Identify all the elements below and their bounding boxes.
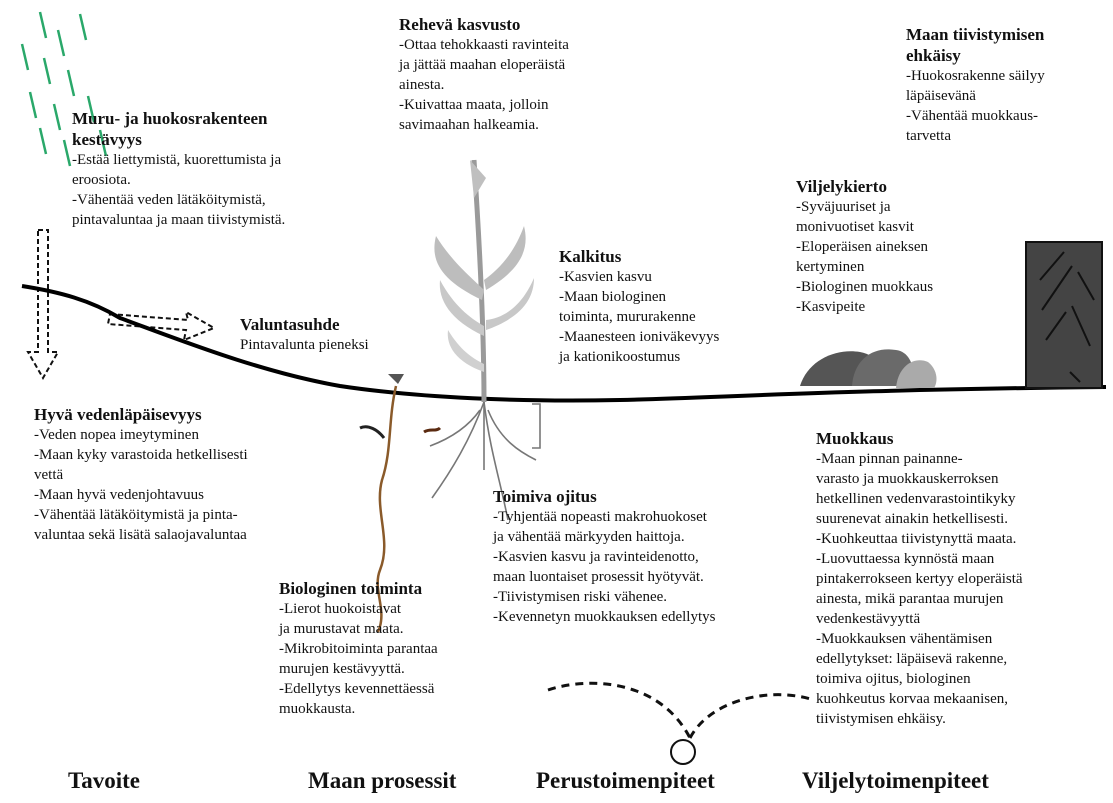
block-line: maan luontaiset prosessit hyötyvät. xyxy=(493,567,715,587)
block-line: -Maan kyky varastoida hetkellisesti xyxy=(34,445,248,465)
ditch-icon xyxy=(532,404,540,448)
block-line: vedenkestävyyttä xyxy=(816,609,1023,629)
block-line: toimiva ojitus, biologinen xyxy=(816,669,1023,689)
block-line: -Vähentää muokkaus- xyxy=(906,106,1045,126)
block-line: -Kasvien kasvu ja ravinteidenotto, xyxy=(493,547,715,567)
block-line: kertyminen xyxy=(796,257,933,277)
block-line: ainesta, mikä parantaa murujen xyxy=(816,589,1023,609)
block-line: kuohkeutus korvaa mekaanisen, xyxy=(816,689,1023,709)
worm-icon xyxy=(360,427,384,438)
block-title: Hyvä vedenläpäisevyys xyxy=(34,404,248,425)
block-line: -Eloperäisen aineksen xyxy=(796,237,933,257)
block-title: Viljelykierto xyxy=(796,176,933,197)
block-line: ainesta. xyxy=(399,75,569,95)
drain-pipe-icon xyxy=(671,740,695,764)
block-line: tarvetta xyxy=(906,126,1045,146)
block-title: ehkäisy xyxy=(906,45,1045,66)
block-line: -Vähentää lätäköitymistä ja pinta- xyxy=(34,505,248,525)
block-line: -Ottaa tehokkaasti ravinteita xyxy=(399,35,569,55)
plant-icon xyxy=(434,160,534,402)
block-line: Pintavalunta pieneksi xyxy=(240,335,369,355)
block-line: -Maanesteen ioniväkevyys xyxy=(559,327,719,347)
block-line: murujen kestävyyttä. xyxy=(279,659,438,679)
block-line: vettä xyxy=(34,465,248,485)
block-line: varasto ja muokkauskerroksen xyxy=(816,469,1023,489)
block-line: ja kationikoostumus xyxy=(559,347,719,367)
block-line: läpäisevänä xyxy=(906,86,1045,106)
block-line: -Maan hyvä vedenjohtavuus xyxy=(34,485,248,505)
infiltration-arrow-icon xyxy=(28,230,58,378)
block-line: -Muokkauksen vähentämisen xyxy=(816,629,1023,649)
block-line: -Kuohkeuttaa tiivistynyttä maata. xyxy=(816,529,1023,549)
block-line: savimaahan halkeamia. xyxy=(399,115,569,135)
block-title: kestävyys xyxy=(72,129,285,150)
block-line: hetkellinen vedenvarastointikyky xyxy=(816,489,1023,509)
block-title: Valuntasuhde xyxy=(240,314,369,335)
tillage-machine-icon xyxy=(1026,242,1102,388)
block-line: edellytykset: läpäisevä rakenne, xyxy=(816,649,1023,669)
block-line: -Kasvipeite xyxy=(796,297,933,317)
block-line: toiminta, mururakenne xyxy=(559,307,719,327)
block-title: Kalkitus xyxy=(559,246,719,267)
block-title: Biologinen toiminta xyxy=(279,578,438,599)
block-line: ja murustavat maata. xyxy=(279,619,438,639)
block-line: -Lierot huokoistavat xyxy=(279,599,438,619)
block-title: Rehevä kasvusto xyxy=(399,14,569,35)
block-line: pintavaluntaa ja maan tiivistymistä. xyxy=(72,210,285,230)
block-line: pintakerrokseen kertyy eloperäistä xyxy=(816,569,1023,589)
block-title: Muru- ja huokosrakenteen xyxy=(72,108,285,129)
block-line: -Biologinen muokkaus xyxy=(796,277,933,297)
block-title: Maan tiivistymisen xyxy=(906,24,1045,45)
block-line: -Kevennetyn muokkauksen edellytys xyxy=(493,607,715,627)
block-line: -Syväjuuriset ja xyxy=(796,197,933,217)
block-line: ja jättää maahan eloperäistä xyxy=(399,55,569,75)
block-title: Muokkaus xyxy=(816,428,1023,449)
block-line: tiivistymisen ehkäisy. xyxy=(816,709,1023,729)
drainage-line xyxy=(548,683,690,738)
footer-perustoimenpiteet: Perustoimenpiteet xyxy=(536,768,715,794)
block-title: Toimiva ojitus xyxy=(493,486,715,507)
block-line: monivuotiset kasvit xyxy=(796,217,933,237)
block-reheva: Rehevä kasvusto-Ottaa tehokkaasti ravint… xyxy=(399,14,569,135)
block-line: suurenevat ainakin hetkellisesti. xyxy=(816,509,1023,529)
block-vedenlapaisevyys: Hyvä vedenläpäisevyys-Veden nopea imeyty… xyxy=(34,404,248,545)
block-line: ja vähentää märkyyden haittoja. xyxy=(493,527,715,547)
block-line: eroosiota. xyxy=(72,170,285,190)
block-line: -Veden nopea imeytyminen xyxy=(34,425,248,445)
block-line: -Maan biologinen xyxy=(559,287,719,307)
block-line: muokkausta. xyxy=(279,699,438,719)
block-line: -Mikrobitoiminta parantaa xyxy=(279,639,438,659)
block-line: -Tyhjentää nopeasti makrohuokoset xyxy=(493,507,715,527)
footer-viljelytoimenpiteet: Viljelytoimenpiteet xyxy=(802,768,989,794)
runoff-arrow-icon xyxy=(108,312,214,340)
block-line: -Tiivistymisen riski vähenee. xyxy=(493,587,715,607)
block-line: -Kuivattaa maata, jolloin xyxy=(399,95,569,115)
block-line: -Luovuttaessa kynnöstä maan xyxy=(816,549,1023,569)
block-line: -Huokosrakenne säilyy xyxy=(906,66,1045,86)
block-line: valuntaa sekä lisätä salaojavaluntaa xyxy=(34,525,248,545)
block-muokkaus: Muokkaus-Maan pinnan painanne-varasto ja… xyxy=(816,428,1023,729)
block-line: -Estää liettymistä, kuorettumista ja xyxy=(72,150,285,170)
block-ojitus: Toimiva ojitus-Tyhjentää nopeasti makroh… xyxy=(493,486,715,627)
block-line: -Maan pinnan painanne- xyxy=(816,449,1023,469)
footer-tavoite: Tavoite xyxy=(68,768,140,794)
block-line: -Kasvien kasvu xyxy=(559,267,719,287)
block-line: -Edellytys kevennettäessä xyxy=(279,679,438,699)
block-line: -Vähentää veden lätäköitymistä, xyxy=(72,190,285,210)
footer-prosessit: Maan prosessit xyxy=(308,768,456,794)
stones-icon xyxy=(800,349,936,388)
